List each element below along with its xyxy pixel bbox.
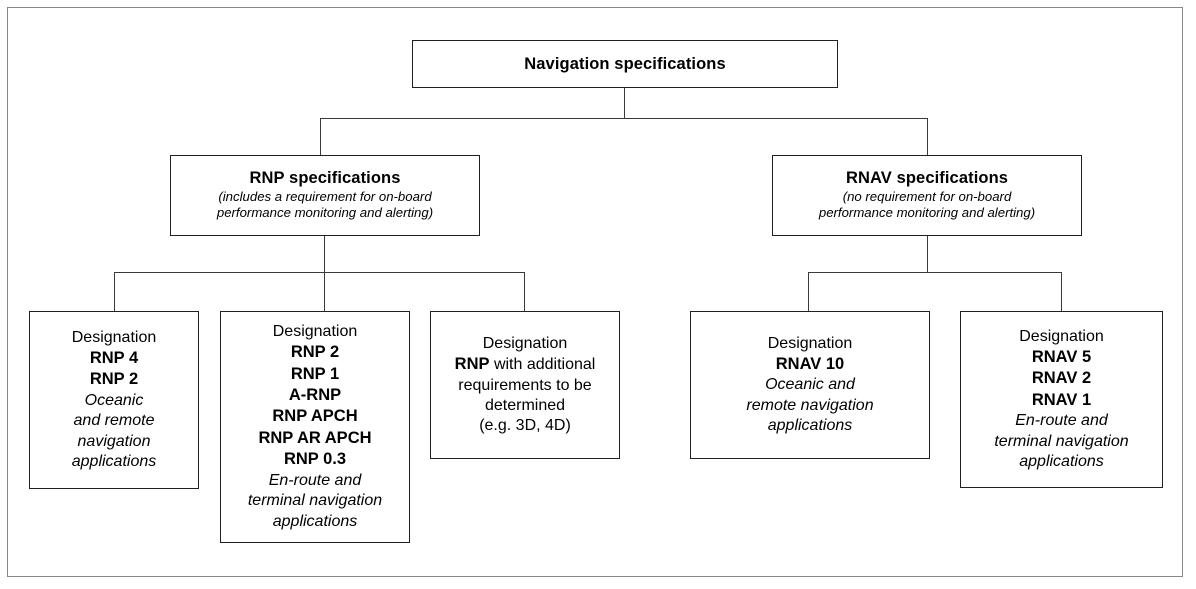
application-line: and remote	[73, 412, 155, 430]
node-rnp-enroute-terminal: Designation RNP 2 RNP 1 A-RNP RNP APCH R…	[220, 311, 410, 543]
connector-rnav-stem	[927, 236, 929, 273]
rnp-subtitle-line1: (includes a requirement for on-board	[218, 188, 432, 204]
connector-rnav-child1-drop	[808, 272, 810, 311]
connector-rnav-drop	[927, 118, 929, 155]
designation-value: A-RNP	[288, 385, 342, 404]
designation-value: RNP 1	[290, 364, 340, 383]
application-line: terminal navigation	[247, 492, 383, 510]
designation-heading: Designation	[71, 328, 157, 346]
additional-line3: determined	[484, 396, 566, 414]
node-rnav-enroute-terminal: Designation RNAV 5 RNAV 2 RNAV 1 En-rout…	[960, 311, 1163, 488]
connector-rnp-stem	[324, 236, 326, 311]
rnav-title: RNAV specifications	[845, 169, 1009, 188]
additional-line1: RNP with additional	[455, 354, 596, 375]
connector-rnp-child3-drop	[524, 272, 526, 311]
node-rnav-oceanic-remote: Designation RNAV 10 Oceanic and remote n…	[690, 311, 930, 459]
additional-text: with additional	[489, 356, 596, 374]
connector-rnp-child1-drop	[114, 272, 116, 311]
rnav-subtitle-line2: performance monitoring and alerting)	[818, 204, 1036, 220]
designation-value: RNAV 5	[1031, 347, 1092, 366]
diagram-frame	[7, 7, 1183, 577]
node-rnp-additional-requirements: Designation RNP with additional requirem…	[430, 311, 620, 459]
additional-line4: (e.g. 3D, 4D)	[479, 416, 571, 434]
node-rnav-specifications: RNAV specifications (no requirement for …	[772, 155, 1082, 236]
designation-value: RNP 0.3	[283, 450, 347, 469]
designation-value: RNAV 10	[775, 354, 845, 373]
designation-value: RNP 2	[89, 370, 139, 389]
rnav-subtitle-line1: (no requirement for on-board	[842, 188, 1012, 204]
application-line: applications	[71, 452, 157, 470]
designation-value: RNAV 1	[1031, 390, 1092, 409]
application-line: terminal navigation	[994, 432, 1129, 450]
rnp-title: RNP specifications	[249, 169, 401, 188]
node-rnp-oceanic-remote: Designation RNP 4 RNP 2 Oceanic and remo…	[29, 311, 199, 489]
designation-heading: Designation	[1019, 327, 1104, 345]
designation-value: RNAV 2	[1031, 369, 1092, 388]
connector-rnav-child2-drop	[1061, 272, 1063, 311]
rnp-subtitle-line2: performance monitoring and alerting)	[216, 204, 434, 220]
application-line: En-route and	[268, 471, 362, 489]
application-line: navigation	[77, 432, 151, 450]
designation-heading: Designation	[272, 322, 358, 340]
application-line: applications	[1019, 452, 1104, 470]
designation-value: RNP 2	[290, 343, 340, 362]
designation-value: RNP AR APCH	[258, 428, 372, 447]
application-line: applications	[272, 512, 358, 530]
designation-value: RNP APCH	[272, 407, 358, 426]
designation-heading: Designation	[482, 334, 568, 352]
application-line: applications	[767, 417, 853, 435]
node-rnp-specifications: RNP specifications (includes a requireme…	[170, 155, 480, 236]
connector-rnav-bus	[808, 272, 1062, 274]
node-navigation-specifications: Navigation specifications	[412, 40, 838, 88]
connector-rnp-bus	[114, 272, 525, 274]
application-line: Oceanic and	[765, 376, 855, 394]
application-line: En-route and	[1015, 412, 1108, 430]
additional-line2: requirements to be	[458, 376, 592, 394]
connector-level2-bus	[320, 118, 928, 120]
designation-value: RNP 4	[89, 348, 139, 367]
connector-root-stem	[624, 88, 626, 119]
application-line: remote navigation	[746, 396, 874, 414]
connector-rnp-drop	[320, 118, 322, 155]
root-title: Navigation specifications	[524, 54, 726, 73]
application-line: Oceanic	[84, 391, 144, 409]
designation-heading: Designation	[767, 334, 853, 352]
designation-value: RNP	[454, 355, 490, 374]
